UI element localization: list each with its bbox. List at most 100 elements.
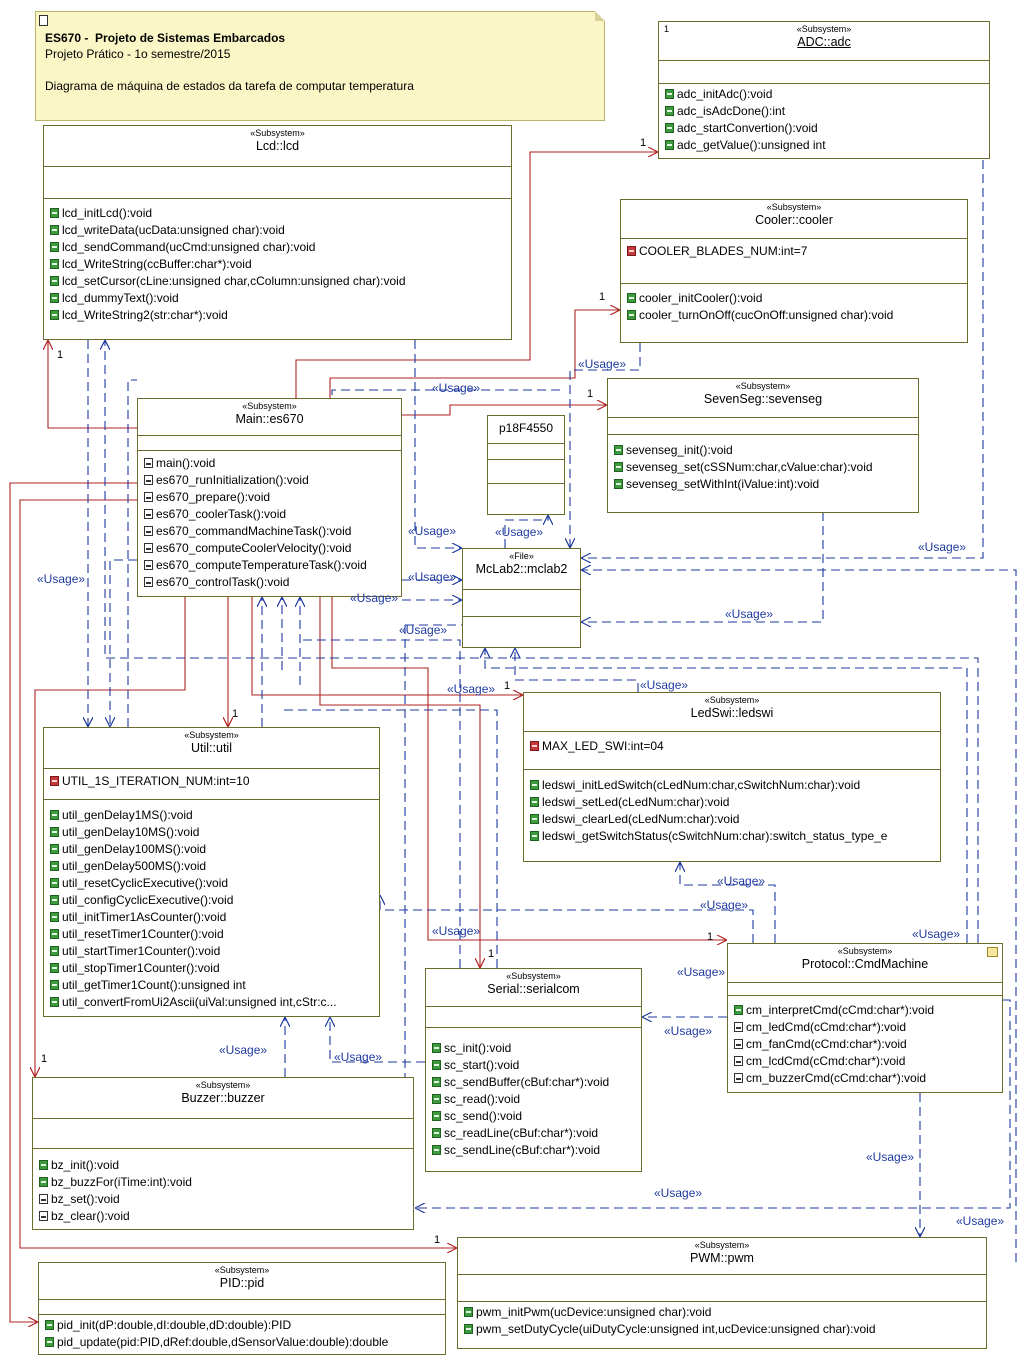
operation-signature: util_getTimer1Count():unsigned int	[62, 978, 246, 992]
mclab2-operations	[463, 616, 580, 617]
class-serial[interactable]: «Subsystem» Serial::serialcom sc_init():…	[425, 968, 642, 1172]
class-p18f4550[interactable]: p18F4550	[487, 415, 565, 515]
attribute-row: COOLER_BLADES_NUM:int=7	[621, 243, 967, 260]
usage-label: «Usage»	[37, 572, 86, 586]
multiplicity-label: 1	[599, 291, 606, 303]
usage-label: «Usage»	[866, 1150, 915, 1164]
class-ledswi[interactable]: «Subsystem» LedSwi::ledswi MAX_LED_SWI:i…	[523, 692, 941, 862]
package-icon	[987, 947, 998, 957]
operation-row: util_configCyclicExecutive():void	[44, 892, 379, 909]
public-operation-icon	[665, 123, 674, 133]
operation-signature: lcd_initLcd():void	[62, 206, 153, 220]
operation-signature: util_resetTimer1Counter():void	[62, 927, 224, 941]
document-icon	[39, 15, 48, 26]
class-cooler[interactable]: «Subsystem» Cooler::cooler COOLER_BLADES…	[620, 199, 968, 343]
public-operation-icon	[50, 310, 59, 320]
operation-signature: cm_ledCmd(cCmd:char*):void	[746, 1020, 907, 1034]
operation-signature: util_initTimer1AsCounter():void	[62, 910, 227, 924]
operation-row: util_initTimer1AsCounter():void	[44, 909, 379, 926]
serial-stereotype: «Subsystem»	[506, 971, 561, 981]
multiplicity-label: 1	[640, 137, 647, 149]
operation-row: es670_runInitialization():void	[138, 472, 401, 489]
usage-label: «Usage»	[399, 623, 448, 637]
serial-header: «Subsystem» Serial::serialcom	[426, 969, 641, 1007]
operation-signature: cm_lcdCmd(cCmd:char*):void	[746, 1054, 906, 1068]
operation-row: lcd_writeData(ucData:unsigned char):void	[44, 222, 511, 239]
public-operation-icon	[432, 1145, 441, 1155]
class-pid[interactable]: «Subsystem» PID::pid pid_init(dP:double,…	[38, 1262, 446, 1355]
operation-row: lcd_setCursor(cLine:unsigned char,cColum…	[44, 273, 511, 290]
operation-row: lcd_initLcd():void	[44, 205, 511, 222]
class-util[interactable]: «Subsystem» Util::util UTIL_1S_ITERATION…	[43, 727, 380, 1017]
operation-row: util_startTimer1Counter():void	[44, 943, 379, 960]
class-pwm[interactable]: «Subsystem» PWM::pwm pwm_initPwm(ucDevic…	[457, 1237, 987, 1349]
multiplicity-label: 1	[232, 708, 239, 720]
operation-row: es670_computeTemperatureTask():void	[138, 557, 401, 574]
mclab2-header: «File» McLab2::mclab2	[463, 549, 580, 590]
attribute-row: MAX_LED_SWI:int=04	[524, 738, 940, 755]
operation-signature: es670_computeCoolerVelocity():void	[156, 541, 352, 555]
operation-row: pid_update(pid:PID,dRef:double,dSensorVa…	[39, 1334, 445, 1351]
note-fold	[595, 11, 605, 21]
operation-signature: bz_clear():void	[51, 1209, 130, 1223]
class-protocol[interactable]: «Subsystem» Protocol::CmdMachine cm_inte…	[727, 943, 1003, 1093]
public-operation-icon	[530, 831, 539, 841]
operation-row: adc_startConvertion():void	[659, 120, 989, 137]
operation-signature: es670_controlTask():void	[156, 575, 290, 589]
lcd-operations: lcd_initLcd():void lcd_writeData(ucData:u…	[44, 198, 511, 324]
public-operation-icon	[665, 140, 674, 150]
util-attributes: UTIL_1S_ITERATION_NUM:int=10	[44, 773, 379, 790]
operation-signature: es670_computeTemperatureTask():void	[156, 558, 367, 572]
pwm-header: «Subsystem» PWM::pwm	[458, 1238, 986, 1275]
public-operation-icon	[614, 462, 623, 472]
class-sevenseg[interactable]: «Subsystem» SevenSeg::sevenseg sevenseg_…	[607, 378, 919, 513]
public-operation-icon	[50, 208, 59, 218]
public-operation-icon	[614, 479, 623, 489]
operation-signature: sc_send():void	[444, 1109, 523, 1123]
cooler-attributes: COOLER_BLADES_NUM:int=7	[621, 243, 967, 260]
usage-label: «Usage»	[677, 965, 726, 979]
multiplicity-label: 1	[504, 680, 511, 692]
usage-label: «Usage»	[717, 874, 766, 888]
operation-signature: ledswi_clearLed(cLedNum:char):void	[542, 812, 740, 826]
adc-multiplicity: 1	[664, 24, 670, 34]
operation-signature: sevenseg_init():void	[626, 443, 733, 457]
public-operation-icon	[432, 1111, 441, 1121]
operation-row: sc_readLine(cBuf:char*):void	[426, 1125, 641, 1142]
protected-operation-icon	[144, 543, 153, 553]
operation-signature: util_startTimer1Counter():void	[62, 944, 221, 958]
pid-stereotype: «Subsystem»	[214, 1265, 270, 1275]
operation-signature: sc_sendBuffer(cBuf:char*):void	[444, 1075, 610, 1089]
operation-signature: cm_interpretCmd(cCmd:char*):void	[746, 1003, 935, 1017]
operation-row: sc_send():void	[426, 1108, 641, 1125]
operation-signature: lcd_WriteString2(str:char*):void	[62, 308, 228, 322]
operation-row: sc_init():void	[426, 1040, 641, 1057]
class-buzzer[interactable]: «Subsystem» Buzzer::buzzer bz_init():voi…	[32, 1077, 414, 1230]
pid-name: PID::pid	[219, 1276, 265, 1290]
operation-row: cm_lcdCmd(cCmd:char*):void	[728, 1053, 1002, 1070]
operation-signature: sc_readLine(cBuf:char*):void	[444, 1126, 599, 1140]
operation-row: adc_initAdc():void	[659, 86, 989, 103]
operation-row: lcd_WriteString(ccBuffer:char*):void	[44, 256, 511, 273]
multiplicity-label: 1	[587, 388, 594, 400]
p18f4550-attributes	[488, 459, 564, 460]
protected-operation-icon	[144, 560, 153, 570]
operation-signature: sevenseg_set(cSSNum:char,cValue:char):vo…	[626, 460, 873, 474]
p18f4550-operations	[488, 483, 564, 484]
attribute-signature: MAX_LED_SWI:int=04	[542, 739, 664, 753]
operation-signature: util_genDelay100MS():void	[62, 842, 207, 856]
multiplicity-label: 1	[434, 1234, 441, 1246]
operation-row: es670_commandMachineTask():void	[138, 523, 401, 540]
class-adc[interactable]: 1 «Subsystem» ADC::adc adc_initAdc():voi…	[658, 21, 990, 159]
operation-row: util_genDelay500MS():void	[44, 858, 379, 875]
public-operation-icon	[50, 844, 59, 854]
note-description: Diagrama de máquina de estados da tarefa…	[45, 79, 414, 93]
ledswi-header: «Subsystem» LedSwi::ledswi	[524, 693, 940, 732]
operation-row: util_getTimer1Count():unsigned int	[44, 977, 379, 994]
operation-signature: util_genDelay10MS():void	[62, 825, 200, 839]
class-mclab2[interactable]: «File» McLab2::mclab2	[462, 548, 581, 648]
